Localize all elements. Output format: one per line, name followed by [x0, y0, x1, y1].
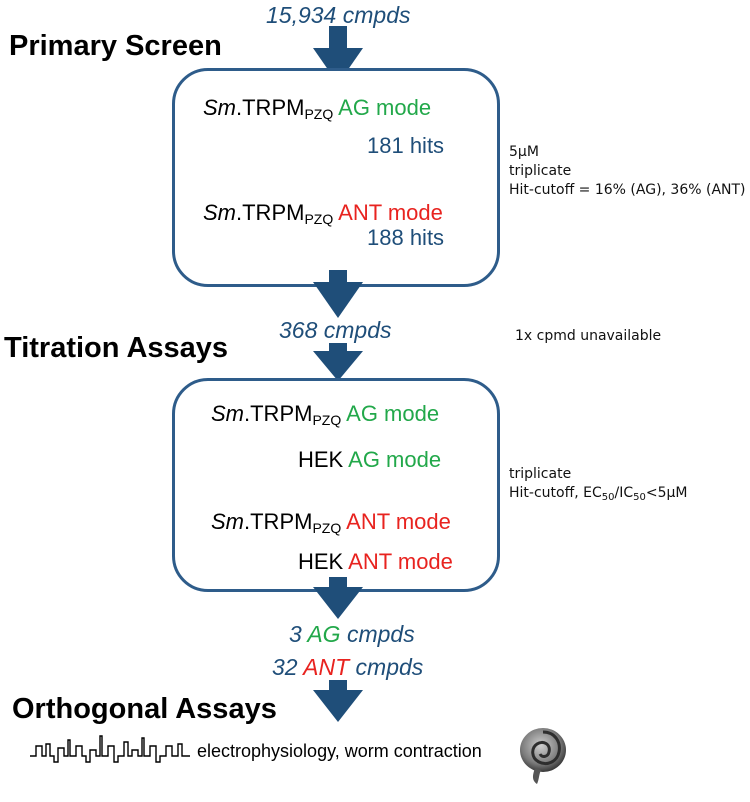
orthogonal-assays-title: Orthogonal Assays — [12, 693, 277, 725]
orthogonal-description: electrophysiology, worm contraction — [197, 741, 482, 761]
unavailable-compound-note: 1x cpmd unavailable — [515, 328, 662, 344]
input-compound-count: 15,934 cmpds — [266, 2, 411, 28]
flow-arrow-1 — [313, 26, 363, 84]
flow-arrow-4 — [313, 577, 363, 619]
primary-assay-ag: Sm.TRPMPZQ AG mode — [203, 95, 432, 122]
titration-assays-title: Titration Assays — [4, 332, 229, 364]
titration-assay-hek-ag: HEK AG mode — [298, 447, 442, 472]
primary-screen-notes: 5µM triplicate Hit-cutoff = 16% (AG), 36… — [509, 144, 746, 198]
titration-assay-hek-ant: HEK ANT mode — [298, 549, 453, 574]
titration-assay-sm-ag: Sm.TRPMPZQ AG mode — [211, 401, 440, 428]
primary-screen-title: Primary Screen — [9, 30, 222, 62]
post-titration-ag-count: 3 AG cmpds — [289, 621, 415, 647]
titration-assay-sm-ant: Sm.TRPMPZQ ANT mode — [211, 509, 451, 536]
primary-ag-hits: 181 hits — [367, 133, 445, 158]
ion-channel-trace-icon — [30, 735, 190, 763]
post-titration-ant-count: 32 ANT cmpds — [272, 654, 424, 680]
flow-arrow-3 — [313, 343, 363, 381]
primary-screen-box — [172, 68, 500, 287]
flow-arrow-5 — [313, 680, 363, 722]
coiled-worm-icon — [520, 728, 566, 784]
primary-ant-hits: 188 hits — [367, 225, 445, 250]
post-primary-compound-count: 368 cmpds — [279, 317, 392, 343]
titration-notes: triplicate Hit-cutoff, EC50/IC50<5µM — [509, 466, 688, 503]
flow-arrow-2 — [313, 270, 363, 318]
primary-assay-ant: Sm.TRPMPZQ ANT mode — [203, 200, 443, 227]
